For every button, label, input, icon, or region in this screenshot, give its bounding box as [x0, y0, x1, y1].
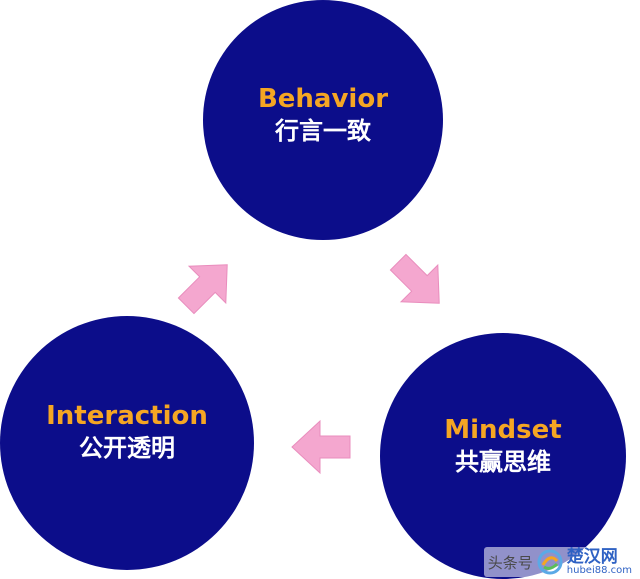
behavior-title: Behavior: [257, 83, 389, 114]
behavior-subtitle: 行言一致: [275, 117, 371, 146]
watermark-url: hubei88.com: [566, 564, 632, 576]
interaction-subtitle: 公开透明: [79, 434, 175, 463]
mindset-node: Mindset 共赢思维: [380, 333, 626, 579]
watermark-logo-icon: [537, 549, 563, 575]
arrow-left-icon: [291, 419, 351, 475]
mindset-subtitle: 共赢思维: [455, 448, 551, 477]
watermark-brand: 楚汉网: [566, 546, 618, 567]
interaction-title: Interaction: [46, 400, 208, 431]
behavior-node: Behavior 行言一致: [203, 0, 443, 240]
watermark-brand-block: 楚汉网 hubei88.com: [566, 546, 632, 576]
arrow-right-down-icon: [389, 253, 440, 304]
mindset-title: Mindset: [444, 414, 562, 445]
interaction-node: Interaction 公开透明: [0, 316, 254, 570]
watermark-source: 头条号: [487, 553, 533, 572]
arrow-right-up-icon: [177, 264, 228, 315]
watermark: 头条号 楚汉网 hubei88.com: [483, 546, 636, 577]
